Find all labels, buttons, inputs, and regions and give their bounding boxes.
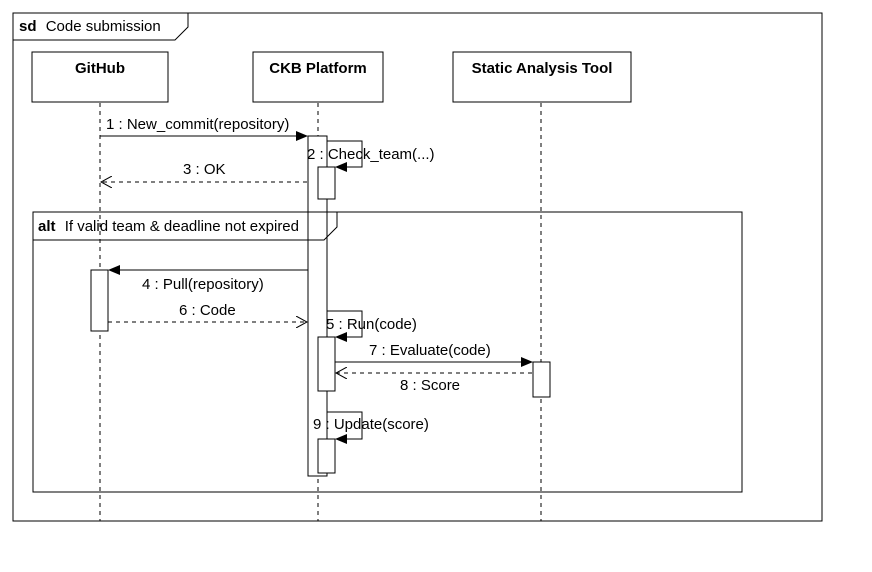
lifeline-sat-name: Static Analysis Tool [472,60,613,77]
message-6[interactable]: 6 : Code [108,302,307,322]
activation-bars [90,135,551,477]
message-5-label: 5 : Run(code) [326,316,417,333]
message-7[interactable]: 7 : Evaluate(code) [335,342,533,367]
message-3-label: 3 : OK [183,161,226,178]
sd-frame: sd Code submission [12,12,823,522]
alt-label: alt If valid team & deadline not expired [38,218,299,235]
lifeline-ckb-platform[interactable]: CKB Platform [252,51,384,103]
message-1-label: 1 : New_commit(repository) [106,116,289,133]
message-8-label: 8 : Score [400,377,460,394]
alt-guard: If valid team & deadline not expired [65,218,299,235]
message-8[interactable]: 8 : Score [336,373,532,394]
message-7-label: 7 : Evaluate(code) [369,342,491,359]
frame-title: Code submission [46,18,161,35]
activation-ckb-run [317,336,336,392]
frame-keyword: sd [19,18,37,35]
lifeline-github[interactable]: GitHub [31,51,169,103]
activation-ckb-update [317,438,336,474]
message-2-label: 2 : Check_team(...) [307,146,435,163]
lifeline-ckb-name: CKB Platform [269,60,367,77]
frame-label: sd Code submission [19,18,161,35]
activation-github-pull [90,269,109,332]
message-5[interactable]: 5 : Run(code) [326,310,417,342]
lifeline-static-analysis-tool[interactable]: Static Analysis Tool [452,51,632,103]
message-2[interactable]: 2 : Check_team(...) [307,140,435,172]
message-6-label: 6 : Code [179,302,236,319]
message-9-label: 9 : Update(score) [313,416,429,433]
message-9[interactable]: 9 : Update(score) [313,411,429,444]
message-4[interactable]: 4 : Pull(repository) [108,265,308,293]
lifeline-github-name: GitHub [75,60,125,77]
activation-sat-evaluate [532,361,551,398]
message-4-label: 4 : Pull(repository) [142,276,264,293]
alt-fragment: alt If valid team & deadline not expired [32,211,743,493]
message-1[interactable]: 1 : New_commit(repository) [100,116,308,141]
activation-ckb-check-team [317,166,336,200]
alt-keyword: alt [38,218,56,235]
message-3[interactable]: 3 : OK [101,161,307,182]
